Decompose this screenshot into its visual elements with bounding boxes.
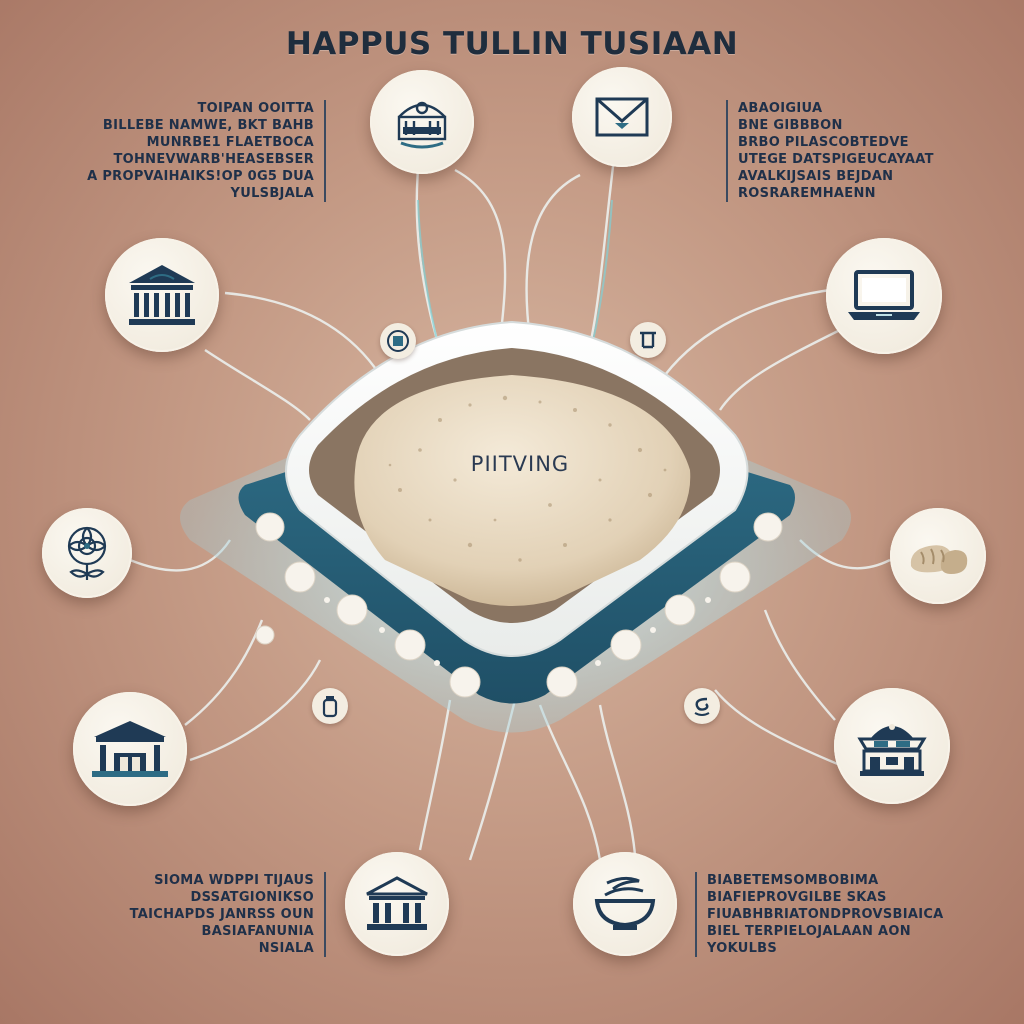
- small-swirl-icon: [684, 688, 720, 724]
- text-block-bottom-right: BIABETEMSOMBOBIMA BIAFIEPROVGILBE SKAS F…: [695, 872, 967, 957]
- text-line: FIUABHBRIATONDPROVSBIAICA: [707, 907, 944, 922]
- text-line: ROSRAREMHAENN: [738, 186, 876, 201]
- infographic-title: HAPPUS TULLIN TUSIAAN: [285, 26, 739, 62]
- text-line: BILLEBE NAMWE, BKT BAHB: [102, 118, 314, 133]
- pavilion-icon: [73, 692, 187, 806]
- bread-icon: [890, 508, 986, 604]
- market-hall-icon: [834, 688, 950, 804]
- text-line: TOHNEVWARB'HEASEBSER: [113, 152, 314, 167]
- text-line: BIABETEMSOMBOBIMA: [707, 873, 879, 888]
- text-line: BNE GIBBBON: [738, 118, 843, 133]
- center-label: PIITVING: [470, 452, 570, 476]
- text-line: MUNRBE1 FLAETBOCA: [146, 135, 314, 150]
- bowl-icon: [573, 852, 677, 956]
- text-line: YULSBJALA: [230, 186, 314, 201]
- text-line: UTEGE DATSPIGEUCAYAAT: [738, 152, 934, 167]
- text-line: ABAOIGIUA: [738, 101, 823, 116]
- bank-building-icon: [345, 852, 449, 956]
- text-line: TOIPAN OOITTA: [197, 101, 314, 116]
- envelope-icon: [572, 67, 672, 167]
- flower-icon: [42, 508, 132, 598]
- text-line: NSIALA: [258, 941, 314, 956]
- text-block-bottom-left: SIOMA WDPPI TIJAUS DSSATGIONIKSO TAICHAP…: [110, 872, 326, 957]
- text-block-top-right: ABAOIGIUA BNE GIBBBON BRBO PILASCOBTEDVE…: [726, 100, 968, 202]
- text-block-top-left: TOIPAN OOITTA BILLEBE NAMWE, BKT BAHB MU…: [70, 100, 326, 202]
- text-line: BIAFIEPROVGILBE SKAS: [707, 890, 887, 905]
- text-line: AVALKIJSAIS BEJDAN: [738, 169, 894, 184]
- small-badge-icon: [380, 323, 416, 359]
- laptop-icon: [826, 238, 942, 354]
- text-line: A PROPVAIHAIKS!OP 0G5 DUA: [87, 169, 314, 184]
- text-line: DSSATGIONIKSO: [190, 890, 314, 905]
- text-line: BIEL TERPIELOJALAAN AON: [707, 924, 911, 939]
- text-line: BASIAFANUNIA: [201, 924, 314, 939]
- museum-facade-icon: [370, 70, 474, 174]
- small-cup-icon: [630, 322, 666, 358]
- small-jar-icon: [312, 688, 348, 724]
- classical-building-icon: [105, 238, 219, 352]
- text-line: SIOMA WDPPI TIJAUS: [154, 873, 314, 888]
- text-line: YOKULBS: [707, 941, 778, 956]
- text-line: BRBO PILASCOBTEDVE: [738, 135, 909, 150]
- text-line: TAICHAPDS JANRSS OUN: [129, 907, 314, 922]
